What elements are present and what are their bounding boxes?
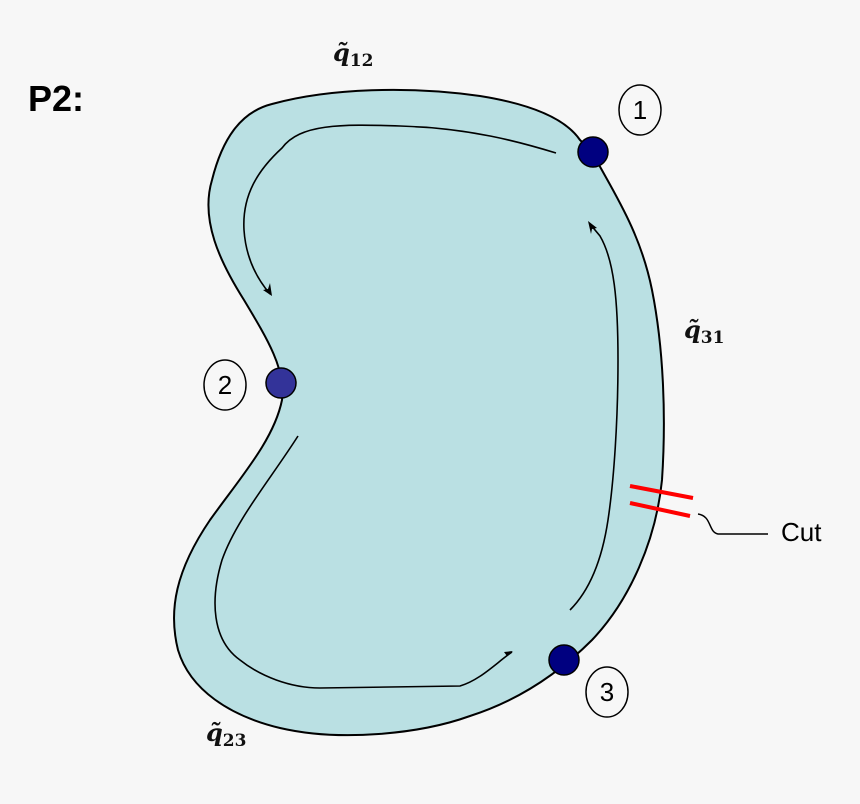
edge-symbol: q̃ [333,38,350,67]
edge-subscript: 31 [700,328,725,348]
flow-path-31 [569,223,619,611]
edge-label-q23: q̃23 [206,718,246,751]
node-2-label-ellipse [203,359,247,411]
edge-subscript: 12 [349,51,374,71]
edge-symbol: q̃ [206,718,223,747]
cut-label: Cut [781,517,822,547]
arrow-head-icon [503,651,513,658]
node-2-label: 2 [217,370,233,400]
flow-path-23 [214,435,513,689]
edge-symbol: q̃ [684,315,701,344]
node-3-label: 3 [599,677,615,707]
edge-label-q31: q̃31 [684,315,724,348]
arrow-head-icon [263,283,272,296]
edge-subscript: 23 [222,731,247,751]
arrow-head-icon [588,221,597,234]
node-1-dot [577,136,609,168]
node-3-dot [548,644,580,676]
node-1-label-ellipse [618,84,662,136]
flow-path-12 [243,124,557,295]
node-2-dot [265,367,297,399]
cut-leader-line [697,513,768,535]
node-3-label-ellipse [585,666,629,718]
diagram-title: P2: [28,78,85,119]
node-1-label: 1 [632,95,648,125]
edge-label-q12: q̃12 [333,38,373,71]
cut-mark [629,501,691,518]
region-shape [173,88,665,737]
cut-mark [629,484,694,500]
